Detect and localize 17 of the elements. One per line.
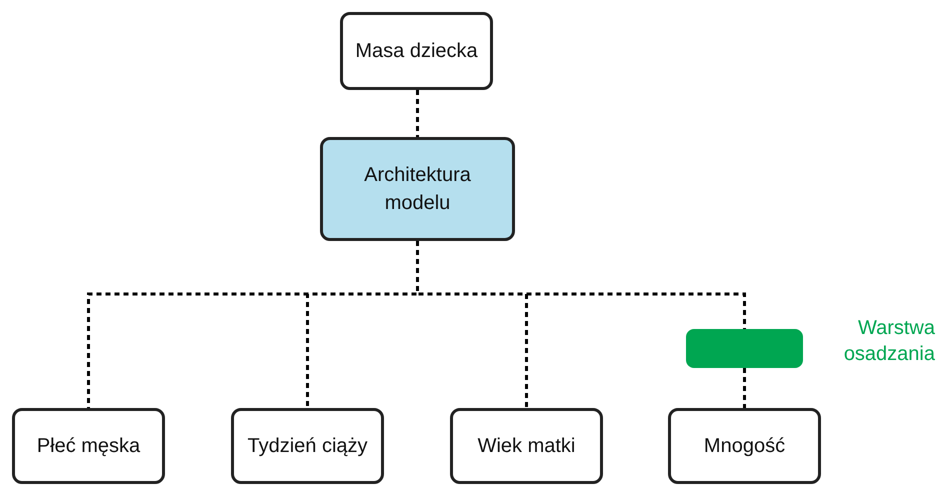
model-box [320,137,515,241]
feature-box [668,408,821,484]
dashed-connector [416,241,746,329]
embedding-bar [686,329,803,368]
node-label: Masa dziecka [355,39,478,64]
dashed-connector [743,368,746,408]
feature-box [231,408,384,484]
node-label: Wiek matki [478,434,576,459]
node-label: Tydzień ciąży [247,434,368,459]
feature-box [12,408,165,484]
feature-box [340,12,493,90]
node-label: Mnogość [704,434,786,459]
node-label: Architektura modelu [363,163,472,216]
dashed-connector [416,90,419,137]
feature-box [450,408,603,484]
node-label: Płeć męska [36,434,140,459]
layer-caption: Warstwa osadzania [842,316,935,367]
